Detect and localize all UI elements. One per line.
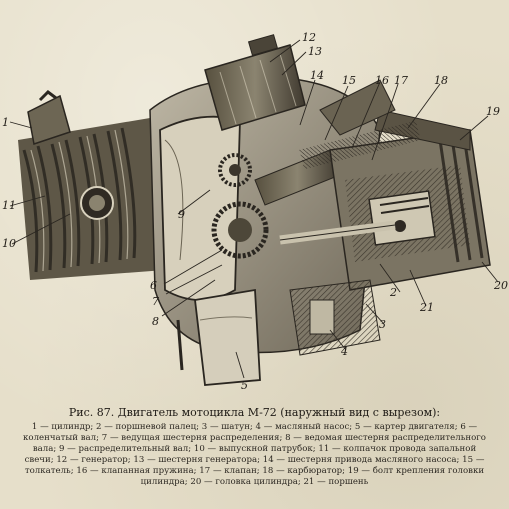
callout-10: 10: [2, 237, 16, 250]
caption-line-3: вала; 9 — распределительный вал; 10 — вы…: [32, 444, 477, 454]
caption-line-5: толкатель; 16 — клапанная пружина; 17 — …: [24, 466, 485, 476]
figure-caption: Рис. 87. Двигатель мотоцикла М-72 (наруж…: [0, 406, 509, 506]
callout-20: 20: [494, 279, 508, 292]
caption-line-2: коленчатый вал; 7 — ведущая шестерня рас…: [23, 433, 486, 443]
callout-17: 17: [394, 74, 408, 87]
callout-13: 13: [308, 45, 322, 58]
callout-9: 9: [178, 208, 185, 221]
caption-title: Рис. 87. Двигатель мотоцикла М-72 (наруж…: [68, 406, 441, 419]
engine-illustration: [9, 34, 499, 386]
callout-6: 6: [150, 279, 157, 292]
caption-line-1: 1 — цилиндр; 2 — поршневой палец; 3 — ша…: [31, 422, 478, 432]
callout-18: 18: [434, 74, 448, 87]
callout-2: 2: [390, 286, 397, 299]
callout-21: 21: [420, 301, 434, 314]
callout-12: 12: [302, 31, 316, 44]
callout-15: 15: [342, 74, 356, 87]
callout-11: 11: [2, 199, 16, 212]
left-cylinder: [18, 90, 165, 280]
callout-4: 4: [341, 345, 348, 358]
caption-line-4: свечи; 12 — генератор; 13 — шестерня ген…: [24, 455, 485, 465]
callout-8: 8: [152, 315, 159, 328]
callout-7: 7: [152, 295, 159, 308]
oil-pump-sump: [176, 279, 381, 386]
callout-3: 3: [379, 318, 386, 331]
callout-1: 1: [2, 116, 9, 129]
leader-lines: [9, 39, 499, 379]
generator: [204, 34, 306, 131]
right-cylinder-cutaway: [279, 79, 491, 291]
callout-16: 16: [375, 74, 389, 87]
callout-5: 5: [241, 379, 248, 392]
caption-line-6: цилиндра; 20 — головка цилиндра; 21 — по…: [140, 477, 369, 487]
callout-19: 19: [486, 105, 500, 118]
callout-14: 14: [310, 69, 324, 82]
